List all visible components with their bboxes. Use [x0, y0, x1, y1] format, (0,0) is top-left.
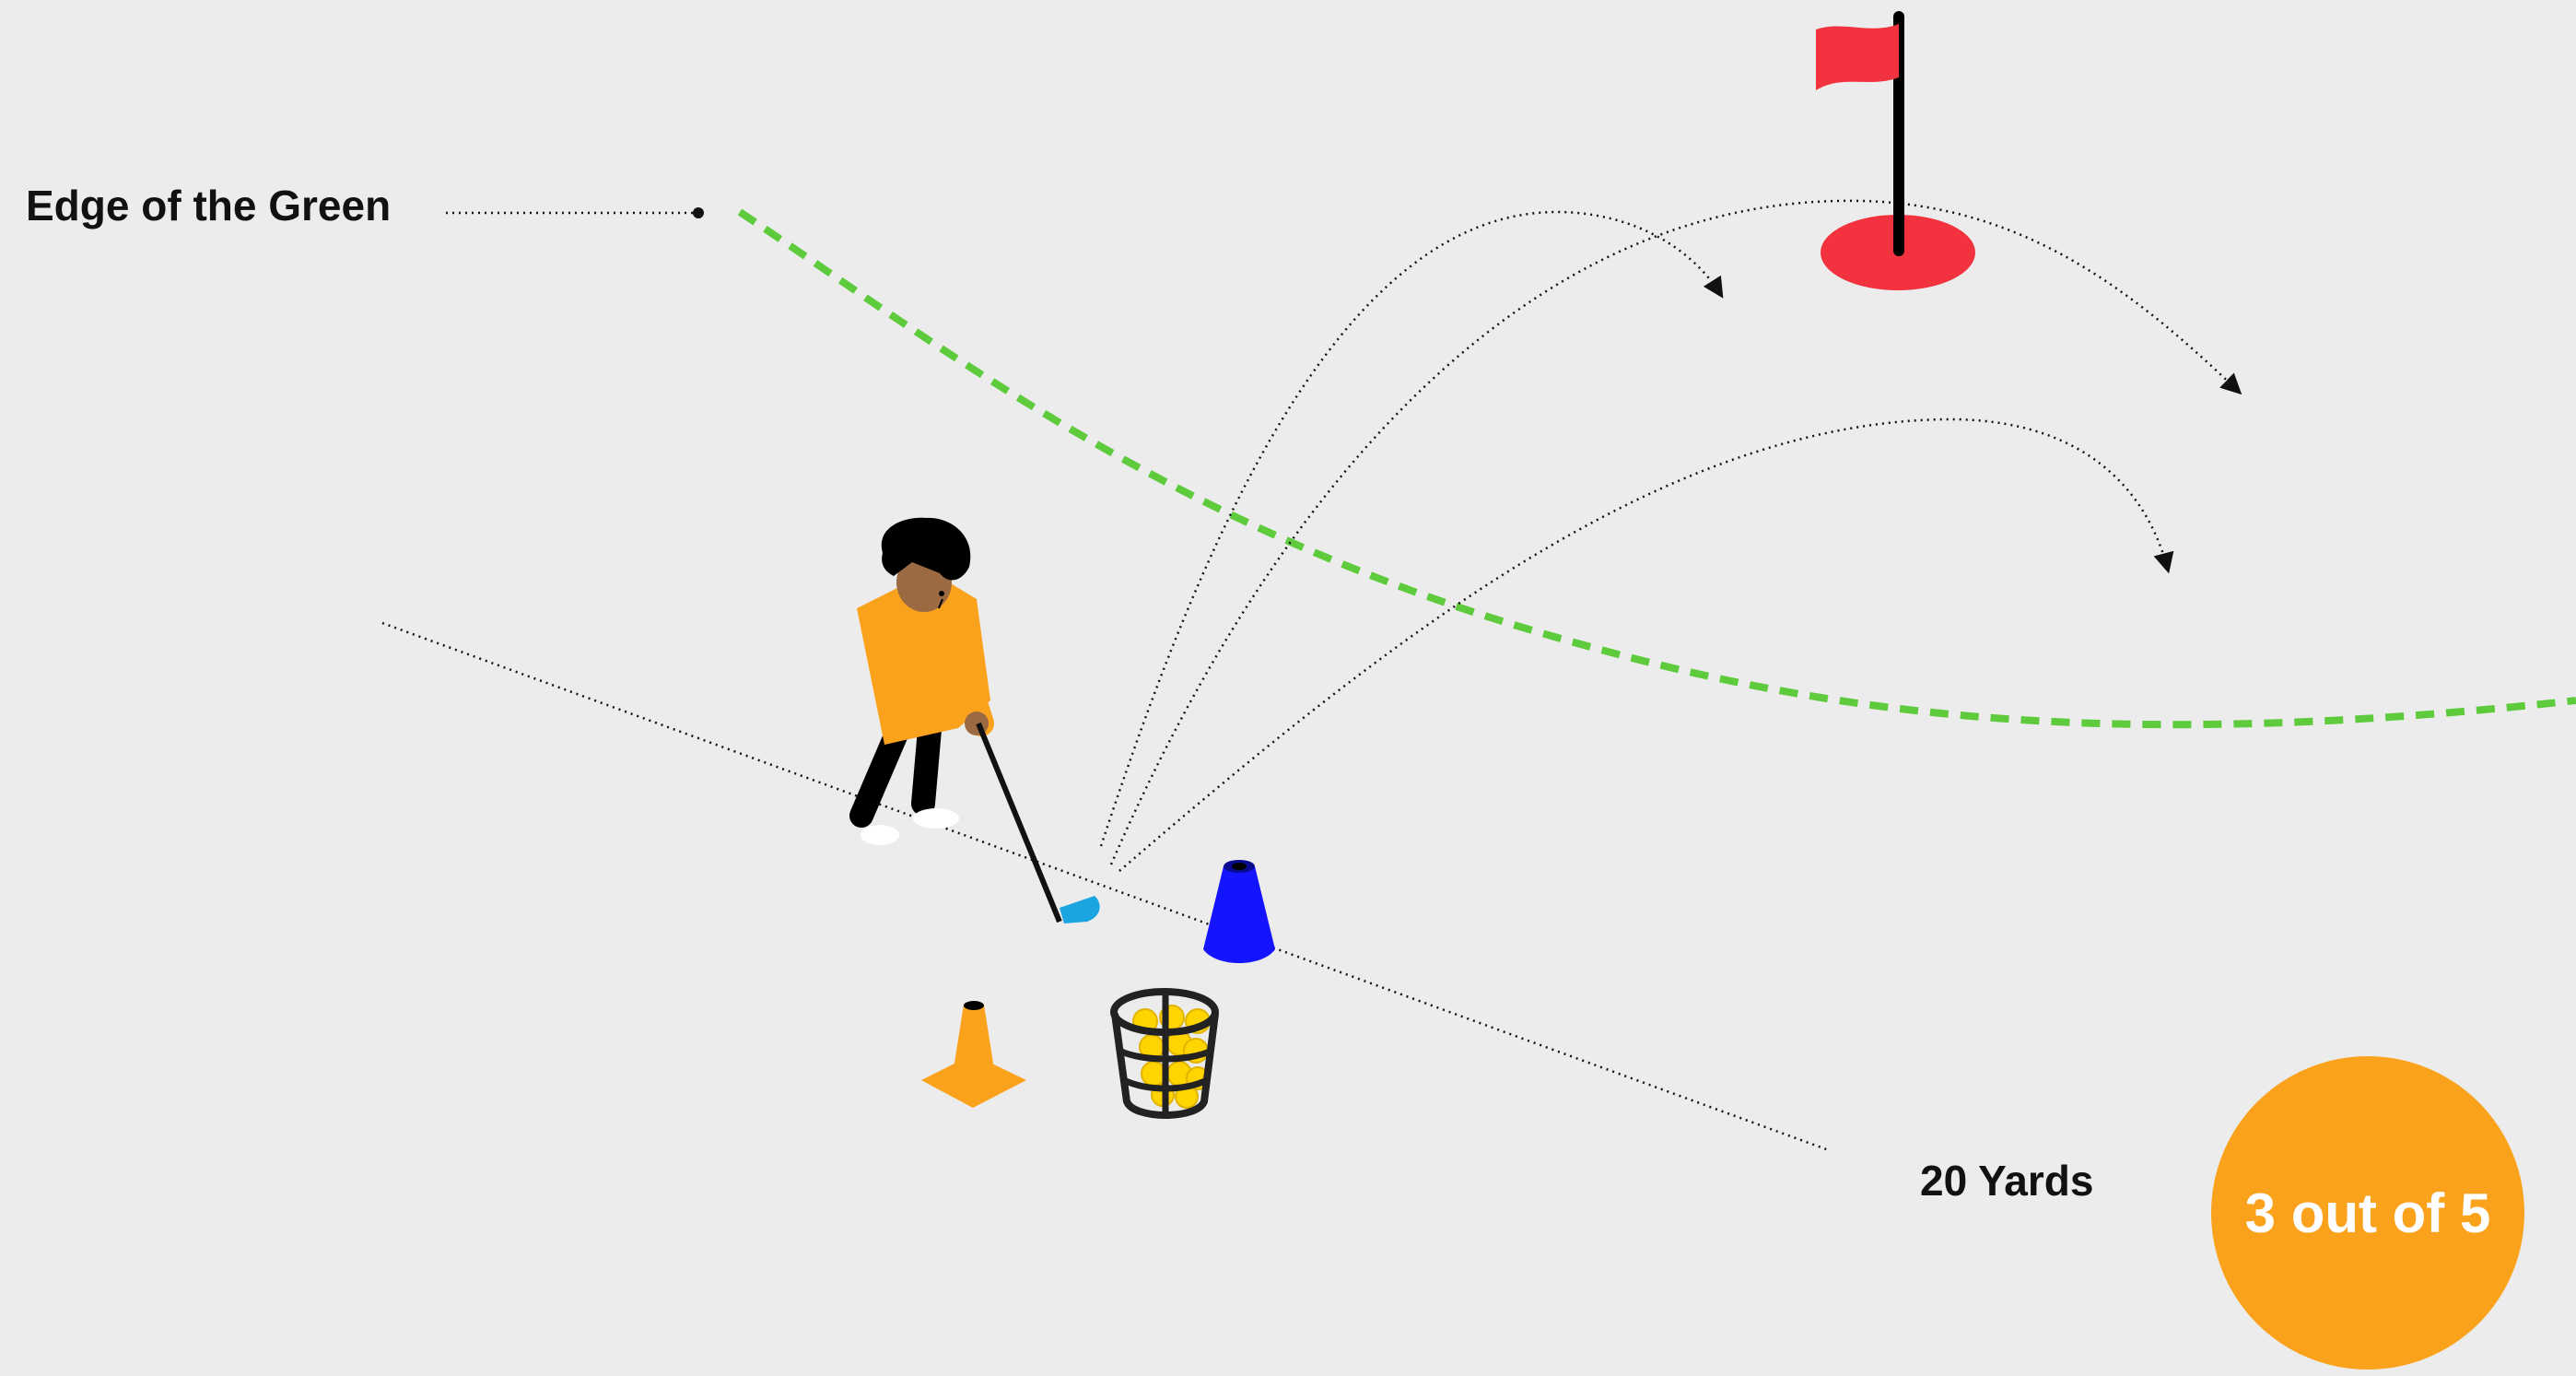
score-badge: 3 out of 5: [2211, 1056, 2524, 1370]
ball-basket-icon: [1114, 992, 1215, 1117]
distance-line: [382, 623, 1829, 1150]
shot-trajectory-3: [1119, 419, 2168, 871]
flag: [1816, 24, 1899, 90]
edge-leader-dot: [693, 207, 704, 218]
edge-of-green-label: Edge of the Green: [26, 181, 391, 230]
green-edge-line: [740, 212, 2576, 724]
score-text: 3 out of 5: [2245, 1182, 2491, 1245]
shot-trajectory-2: [1111, 201, 2239, 864]
golf-club-icon: [978, 723, 1100, 923]
blue-cone-icon: [1203, 860, 1275, 963]
orange-cone-icon: [921, 1001, 1026, 1112]
flag-pin-icon: [1816, 17, 1975, 290]
distance-label: 20 Yards: [1920, 1156, 2093, 1205]
golfer-icon: [857, 518, 990, 845]
shot-trajectory-1: [1101, 212, 1721, 846]
